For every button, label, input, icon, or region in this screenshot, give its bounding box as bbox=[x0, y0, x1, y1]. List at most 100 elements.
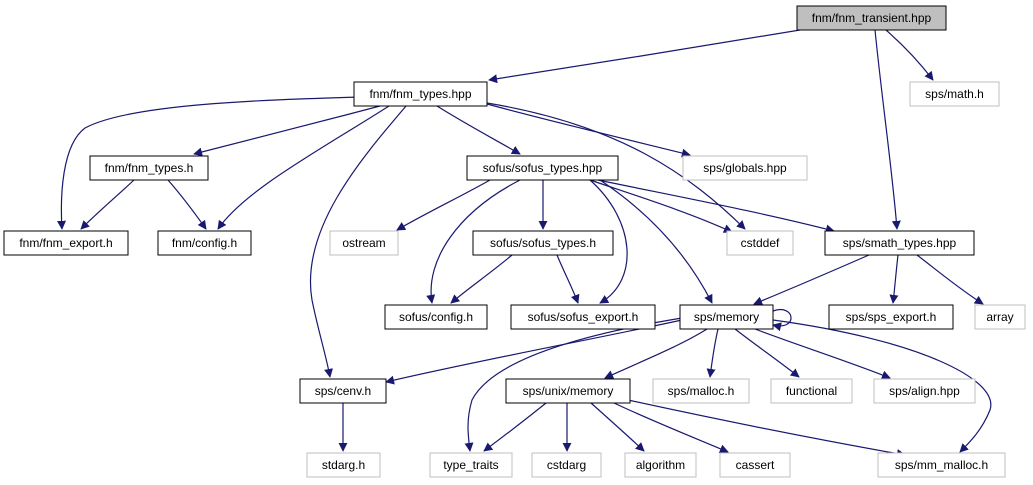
node-cstdarg: cstdarg bbox=[531, 452, 602, 478]
node-sps-export[interactable]: sps/sps_export.h bbox=[828, 304, 954, 330]
edge-sps_unix_memory-to-type_traits bbox=[483, 402, 547, 452]
edge-fnm_transient-to-fnm_types_hpp bbox=[488, 29, 801, 84]
node-label: sps/globals.hpp bbox=[703, 161, 787, 175]
node-label: sofus/sofus_export.h bbox=[528, 310, 639, 324]
edge-fnm_types_hpp-to-fnm_config bbox=[217, 105, 390, 230]
node-label: ostream bbox=[342, 236, 385, 250]
node-array: array bbox=[974, 304, 1026, 330]
node-box bbox=[873, 378, 976, 404]
edge-sofus_types_hpp-to-smath_types bbox=[597, 179, 835, 234]
node-box bbox=[89, 155, 209, 181]
node-algorithm: algorithm bbox=[624, 452, 697, 478]
edge-sofus_types_hpp-to-sps_memory bbox=[599, 179, 713, 304]
edge-fnm_types_hpp-to-sps_globals bbox=[486, 103, 691, 158]
edge-sps_memory-to-sps_unix_memory bbox=[604, 328, 708, 379]
edge-fnm_types_hpp-to-sps_cenv bbox=[309, 105, 407, 378]
edge-fnm_types_hpp-to-fnm_export bbox=[57, 96, 361, 230]
node-sofus-config[interactable]: sofus/config.h bbox=[384, 304, 488, 330]
node-sofus-types-hpp[interactable]: sofus/sofus_types.hpp bbox=[466, 155, 619, 181]
node-box bbox=[299, 378, 387, 404]
edge-sps_memory-to-sps_align bbox=[754, 328, 891, 380]
node-label: sps/malloc.h bbox=[668, 384, 735, 398]
node-box bbox=[770, 378, 853, 404]
node-smath-types[interactable]: sps/smath_types.hpp bbox=[824, 230, 975, 256]
node-sofus-types-h[interactable]: sofus/sofus_types.h bbox=[472, 230, 614, 256]
edge-fnm_transient-to-sps_math bbox=[885, 29, 934, 81]
node-label: sofus/sofus_types.h bbox=[490, 236, 596, 250]
node-box bbox=[974, 304, 1026, 330]
edge-sps_unix_memory-to-algorithm bbox=[590, 402, 645, 452]
edge-sps_memory-to-sps_memory bbox=[772, 308, 792, 332]
node-box bbox=[384, 304, 488, 330]
node-box bbox=[505, 378, 631, 404]
node-fnm-types-h[interactable]: fnm/fnm_types.h bbox=[89, 155, 209, 181]
node-label: functional bbox=[786, 384, 837, 398]
edge-sofus_types_h-to-sofus_config bbox=[450, 254, 513, 304]
node-stdarg: stdarg.h bbox=[306, 452, 381, 478]
node-box bbox=[624, 452, 697, 478]
node-label: sps/memory bbox=[694, 310, 759, 324]
node-label: sofus/sofus_types.hpp bbox=[483, 161, 603, 175]
edge-fnm_types_hpp-to-sofus_types_hpp bbox=[436, 105, 521, 155]
edge-smath_types-to-sps_memory bbox=[753, 254, 870, 306]
node-sps-memory[interactable]: sps/memory bbox=[679, 304, 774, 330]
node-box bbox=[652, 378, 750, 404]
node-cassert: cassert bbox=[719, 452, 791, 478]
node-label: cstdarg bbox=[547, 458, 586, 472]
node-fnm-config[interactable]: fnm/config.h bbox=[157, 230, 252, 256]
node-box bbox=[353, 81, 488, 107]
edge-fnm_types_h-to-fnm_export bbox=[80, 179, 135, 230]
node-box bbox=[157, 230, 252, 256]
node-label: fnm/fnm_export.h bbox=[19, 236, 112, 250]
node-label: fnm/config.h bbox=[172, 236, 237, 250]
node-box bbox=[719, 452, 791, 478]
node-box bbox=[306, 452, 381, 478]
node-functional: functional bbox=[770, 378, 853, 404]
edge-sps_unix_memory-to-cassert bbox=[613, 402, 729, 454]
node-box bbox=[329, 230, 399, 256]
node-fnm-transient[interactable]: fnm/fnm_transient.hpp bbox=[796, 5, 947, 31]
node-sps-unix-memory[interactable]: sps/unix/memory bbox=[505, 378, 631, 404]
node-label: fnm/fnm_transient.hpp bbox=[812, 11, 932, 25]
node-label: sps/sps_export.h bbox=[846, 310, 937, 324]
node-fnm-types-hpp[interactable]: fnm/fnm_types.hpp bbox=[353, 81, 488, 107]
node-box bbox=[429, 452, 513, 478]
node-fnm-export[interactable]: fnm/fnm_export.h bbox=[3, 230, 129, 256]
node-label: sps/unix/memory bbox=[523, 384, 614, 398]
node-box bbox=[3, 230, 129, 256]
node-sofus-export[interactable]: sofus/sofus_export.h bbox=[510, 304, 656, 330]
node-label: cstddef bbox=[741, 236, 780, 250]
node-label: cassert bbox=[736, 458, 775, 472]
edge-sofus_types_hpp-to-cstddef bbox=[589, 179, 733, 233]
node-label: sofus/config.h bbox=[399, 310, 473, 324]
node-box bbox=[682, 155, 808, 181]
node-label: sps/smath_types.hpp bbox=[843, 236, 957, 250]
node-label: sps/mm_malloc.h bbox=[895, 458, 988, 472]
edge-fnm_types_hpp-to-fnm_types_h bbox=[193, 105, 381, 157]
node-box bbox=[679, 304, 774, 330]
edge-sps_memory-to-sps_malloc bbox=[706, 328, 719, 378]
node-cstddef: cstddef bbox=[726, 230, 794, 256]
node-sps-mm-malloc: sps/mm_malloc.h bbox=[877, 452, 1006, 478]
node-label: sps/math.h bbox=[925, 87, 984, 101]
node-label: algorithm bbox=[636, 458, 685, 472]
node-sps-math: sps/math.h bbox=[909, 81, 1000, 107]
node-label: sps/align.hpp bbox=[889, 384, 960, 398]
edge-fnm_types_hpp-to-cstddef bbox=[486, 102, 746, 230]
node-box bbox=[909, 81, 1000, 107]
node-sps-globals: sps/globals.hpp bbox=[682, 155, 808, 181]
node-box bbox=[824, 230, 975, 256]
edge-sps_memory-to-sps_mm_malloc bbox=[772, 319, 992, 453]
node-sps-cenv[interactable]: sps/cenv.h bbox=[299, 378, 387, 404]
node-label: fnm/fnm_types.h bbox=[105, 161, 194, 175]
edge-fnm_types_h-to-fnm_config bbox=[167, 179, 207, 230]
node-label: sps/cenv.h bbox=[315, 384, 371, 398]
edge-sps_unix_memory-to-sps_mm_malloc bbox=[627, 399, 906, 459]
node-box bbox=[726, 230, 794, 256]
edge-sofus_types_hpp-to-sofus_export bbox=[589, 179, 628, 304]
node-box bbox=[877, 452, 1006, 478]
edge-smath_types-to-sps_export bbox=[889, 254, 899, 304]
edge-smath_types-to-array bbox=[916, 254, 984, 305]
